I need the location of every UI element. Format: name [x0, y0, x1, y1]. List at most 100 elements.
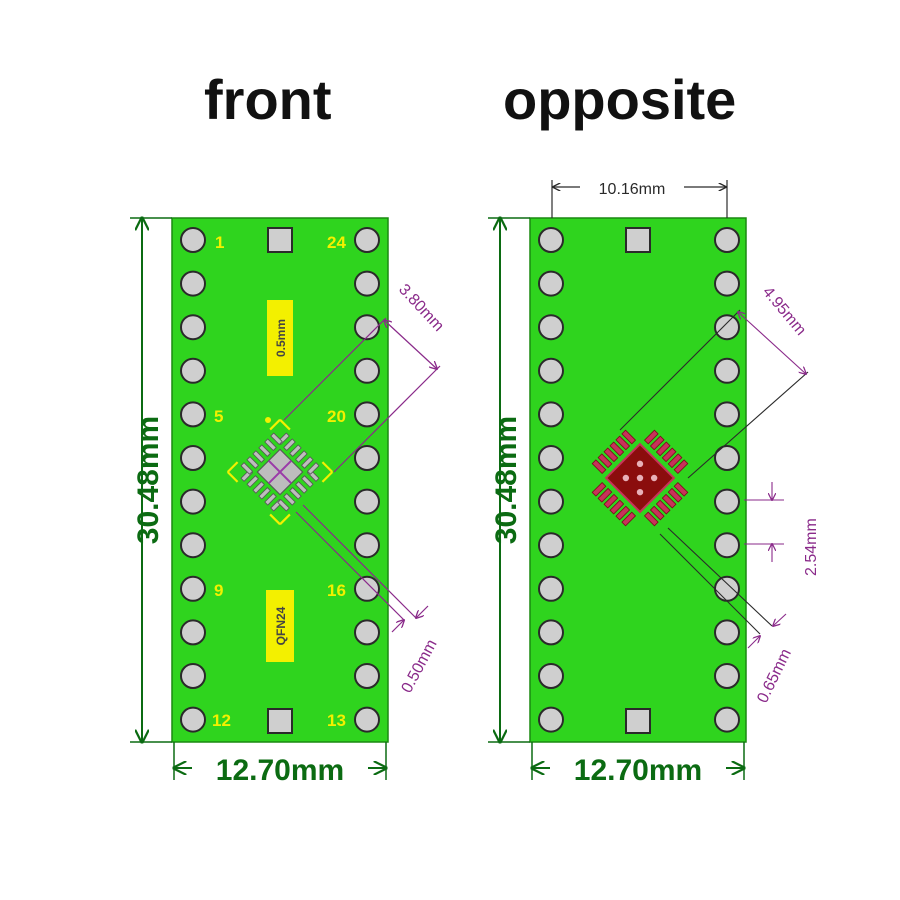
front-qfn-pad	[306, 462, 320, 475]
via-dot	[636, 460, 644, 468]
opposite-qfn-pad	[649, 435, 665, 451]
opposite-through-hole-pad	[538, 575, 564, 602]
pitch-note-label: 0.5mm	[274, 319, 288, 357]
package-note-label: QFN24	[274, 606, 288, 645]
opposite-qfn-pad	[615, 505, 631, 521]
front-through-hole-pad	[354, 619, 380, 646]
front-through-hole-pad	[180, 314, 206, 341]
pin-label-16: 16	[327, 581, 346, 600]
front-through-hole-pad	[180, 488, 206, 515]
front-square-pad-bottom	[267, 708, 293, 734]
pin-label-13: 13	[327, 711, 346, 730]
front-qfn-pad	[258, 487, 271, 500]
opposite-through-hole-pad	[538, 401, 564, 428]
opposite-qfn-pad	[673, 481, 689, 497]
pitch-note-box	[267, 300, 293, 376]
front-pitch-dim-ext1	[295, 511, 405, 621]
opposite-through-hole-pad	[714, 357, 740, 384]
opposite-through-hole-pad	[538, 445, 564, 471]
front-qfn-pad	[258, 444, 271, 457]
opposite-qfn-pad	[615, 435, 631, 451]
via-dot	[636, 488, 644, 496]
pin-label-24: 24	[327, 233, 346, 252]
opposite-qfn-pad	[609, 441, 625, 457]
opposite-through-hole-pad	[714, 445, 740, 471]
front-through-hole-pad	[180, 357, 206, 384]
opposite-through-hole-pad	[714, 314, 740, 341]
package-note-box	[266, 590, 294, 662]
opposite-qfn-pad	[655, 441, 671, 457]
opposite-height-label: 30.48mm	[490, 416, 523, 544]
front-through-holes	[180, 227, 380, 733]
back-pad-dim-ext2	[667, 527, 773, 627]
opposite-title: opposite	[503, 68, 737, 131]
opposite-through-hole-pad	[538, 619, 564, 646]
front-qfn-pad	[277, 498, 290, 512]
via-dot	[650, 474, 658, 482]
opposite-qfn-pad	[591, 481, 607, 497]
front-through-hole-pad	[180, 227, 206, 253]
opposite-through-hole-pad	[714, 401, 740, 428]
opposite-qfn-pad	[643, 429, 659, 445]
opposite-through-hole-pad	[538, 663, 564, 689]
front-qfn-pads	[240, 432, 320, 512]
front-qfn-pad	[252, 481, 265, 494]
opposite-qfn-pad	[609, 499, 625, 515]
front-qfn-pad	[240, 462, 254, 475]
opposite-through-hole-pad	[538, 706, 564, 733]
front-pitch-dim-label: 0.50mm	[399, 637, 441, 696]
front-through-hole-pad	[354, 488, 380, 515]
front-through-hole-pad	[354, 706, 380, 733]
front-qfn-pad	[246, 475, 259, 488]
front-qfn-pad	[301, 475, 314, 488]
opposite-through-hole-pad	[538, 314, 564, 341]
front-through-hole-pad	[180, 619, 206, 646]
pin-label-12: 12	[212, 711, 231, 730]
opposite-qfn-pad	[673, 459, 689, 475]
back-pad-arrow-a	[747, 636, 760, 649]
front-through-hole-pad	[180, 532, 206, 559]
row-spacing-label-bg	[580, 178, 684, 198]
opposite-through-hole-pad	[714, 488, 740, 515]
front-through-hole-pad	[354, 314, 380, 341]
front-through-hole-pad	[180, 445, 206, 471]
back-pad-arrow-b	[773, 613, 787, 626]
opposite-square-pad-bottom	[625, 708, 651, 734]
pin-label-20: 20	[327, 407, 346, 426]
opposite-through-hole-pad	[714, 270, 740, 297]
front-body-dim-ext1	[283, 317, 387, 421]
front-through-hole-pad	[354, 445, 380, 471]
front-qfn-pad	[283, 438, 296, 451]
opposite-through-hole-pad	[714, 575, 740, 602]
via-dot	[636, 474, 644, 482]
opposite-through-hole-pad	[538, 488, 564, 515]
opposite-qfn-pad	[649, 505, 665, 521]
front-through-hole-pad	[354, 663, 380, 689]
opposite-qfn-pad	[661, 447, 677, 463]
front-body-dim-ext2	[333, 365, 441, 473]
front-qfn-pad	[289, 444, 302, 457]
opposite-through-hole-pad	[538, 227, 564, 253]
pin-label-1: 1	[215, 233, 224, 252]
back-body-dim-ext2	[687, 371, 809, 479]
front-qfn-pad	[270, 432, 283, 446]
opposite-square-pad-top	[625, 227, 651, 253]
front-board: 1 24 5 20 9 16 12 13 0.5mm QFN24 30.48mm…	[130, 218, 447, 787]
front-width-label-bg	[192, 754, 368, 784]
opposite-through-hole-pad	[714, 532, 740, 559]
front-height-label: 30.48mm	[132, 416, 165, 544]
front-through-hole-pad	[354, 401, 380, 428]
front-qfn-pad	[246, 456, 259, 469]
opposite-qfn-pad	[597, 487, 613, 503]
opposite-width-label-bg	[550, 754, 726, 784]
front-qfn-pad	[264, 438, 277, 451]
opposite-qfn-pads	[591, 429, 689, 527]
front-qfn-pad	[264, 493, 277, 506]
front-title: front	[204, 68, 332, 131]
row-spacing-label: 10.16mm	[599, 181, 666, 198]
front-pitch-arrow-b	[416, 605, 429, 618]
opposite-through-hole-pad	[714, 706, 740, 733]
front-through-hole-pad	[180, 575, 206, 602]
pin-label-5: 5	[214, 407, 223, 426]
